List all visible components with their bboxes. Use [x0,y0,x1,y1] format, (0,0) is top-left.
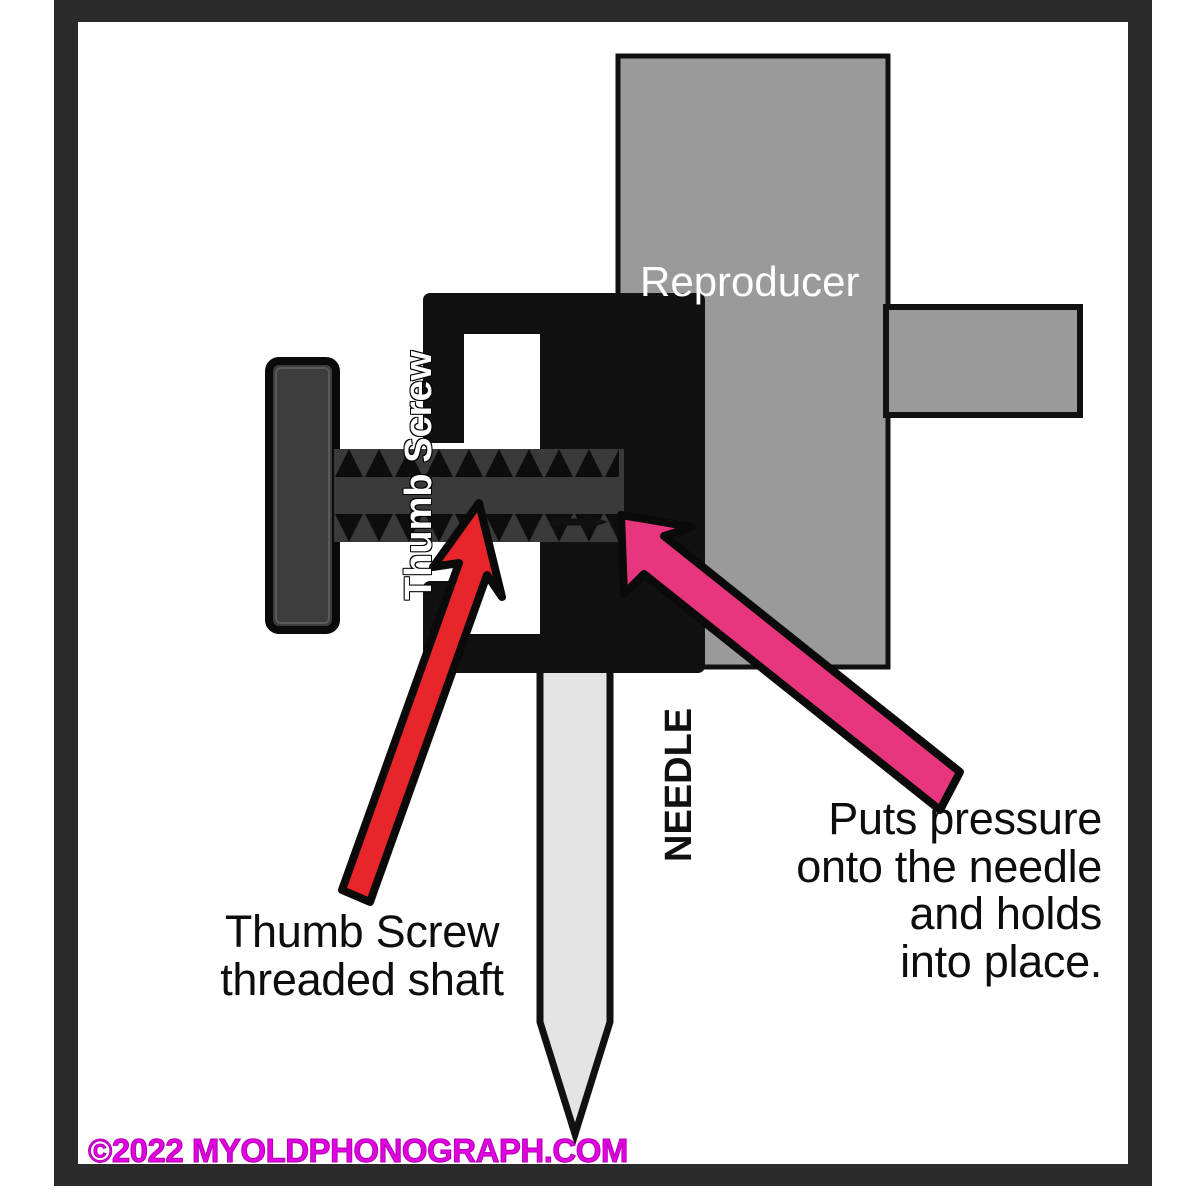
copyright-notice: ©2022 MYOLDPHONOGRAPH.COM [88,1132,629,1170]
phonograph-cross-section-svg [265,53,1083,1146]
reproducer-tab [883,304,1083,418]
thread-direction-arrow-bottom [550,514,608,530]
reproducer-label: Reproducer [640,258,860,305]
red-callout-arrow [338,499,506,906]
thumb-screw-head-group [265,357,340,634]
callout-thumb-screw-threaded-shaft: Thumb Screw threaded shaft [220,906,504,1005]
pink-callout-arrow [617,511,964,814]
thumb-screw-head-label: Thumb Screw [398,350,440,600]
thread-direction-arrow-top [548,405,606,421]
thumb-screw-head [265,357,340,634]
thumb-screw-head-inner-bevel [275,367,330,624]
threaded-shaft-teeth-top [334,449,619,479]
callout-puts-pressure: Puts pressure onto the needle and holds … [796,793,1102,988]
